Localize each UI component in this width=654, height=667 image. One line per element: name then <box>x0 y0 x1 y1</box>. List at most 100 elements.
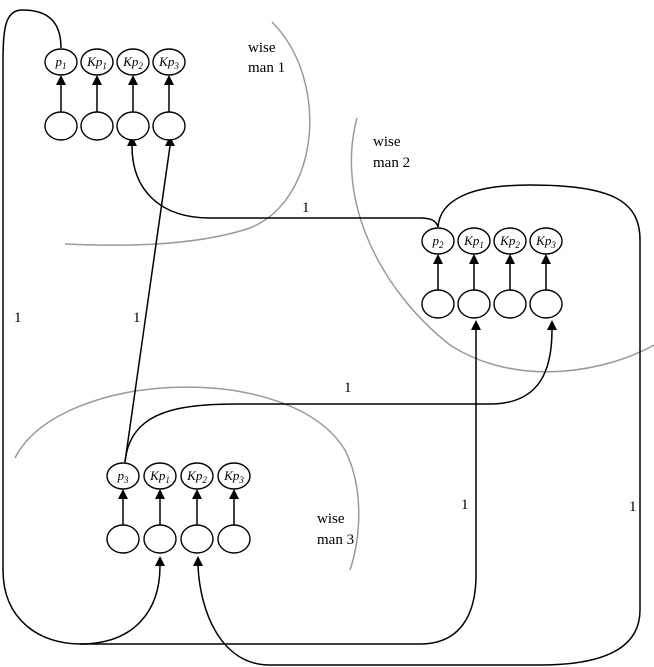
wise-man-3-output-node-4 <box>217 462 251 490</box>
wise-man-2-output-node-2 <box>457 227 491 255</box>
arrowhead-man1-kp3 <box>165 136 175 146</box>
wise-man-2-input-node-4 <box>529 289 563 319</box>
wise-man-2-node-label-1: p2 <box>432 233 445 250</box>
wise-man-2-arrowhead-4 <box>541 254 551 264</box>
wise-man-3-node-label-base-2: Kp <box>149 468 166 483</box>
wise-man-1-node-label-base-2: Kp <box>86 54 103 69</box>
wise-man-2-input-node-2 <box>457 289 491 319</box>
wise-man-3-output-node-2 <box>143 462 177 490</box>
region-arc-wise-man-2 <box>350 117 654 373</box>
wise-man-2-input-node-1 <box>421 289 455 319</box>
wise-man-1-arrowhead-1 <box>56 75 66 85</box>
wise-man-3-node-label-base-3: Kp <box>186 468 203 483</box>
wise-man-1-output-node-4 <box>152 48 186 76</box>
wire-p2-right-loop <box>197 184 641 666</box>
wire-p1-left-loop <box>2 9 161 645</box>
edge-weight-p3-to-man2: 1 <box>344 380 352 396</box>
wise-man-1-input-node-1 <box>44 111 78 141</box>
wise-man-1-node-label-sub-2: 1 <box>102 61 107 71</box>
wise-man-2-node-label-3: Kp2 <box>499 233 520 250</box>
wise-man-1-input-node-3 <box>116 111 150 141</box>
wise-man-1-output-node-3 <box>116 48 150 76</box>
wise-man-3-node-label-sub-4: 3 <box>238 475 244 485</box>
wise-man-1-output-node-2 <box>80 48 114 76</box>
wire-p3-to-man1 <box>124 145 171 463</box>
wise-man-3-node-label-2: Kp1 <box>149 468 170 485</box>
wise-man-2-node-label-sub-1: 2 <box>439 240 444 250</box>
wise-man-2-node-label-2: Kp1 <box>463 233 484 250</box>
wise-man-1-input-node-4 <box>152 111 186 141</box>
wise-man-1-node-label-1: p1 <box>55 54 67 71</box>
wise-man-3-input-node-4 <box>217 524 251 554</box>
wise-man-1-label-line2: man 1 <box>248 60 285 76</box>
wise-man-3-output-node-3 <box>180 462 214 490</box>
wise-man-3-node-label-4: Kp3 <box>223 468 244 485</box>
arrowhead-man3-kp1 <box>155 556 165 566</box>
wise-man-3-input-node-3 <box>180 524 214 554</box>
wise-man-2-output-node-3 <box>493 227 527 255</box>
wise-man-2-node-label-4: Kp3 <box>535 233 556 250</box>
wise-man-2-node-label-sub-3: 2 <box>515 240 520 250</box>
edge-weight-p2-to-man1: 1 <box>302 200 310 216</box>
wise-man-1-node-label-3: Kp2 <box>122 54 143 71</box>
wise-man-3-input-node-2 <box>143 524 177 554</box>
wise-man-2-node-label-base-3: Kp <box>499 233 516 248</box>
arrowhead-man2-kp3 <box>547 320 557 330</box>
arrowhead-man3-kp2 <box>193 556 203 566</box>
wise-man-3-arrowhead-4 <box>229 489 239 499</box>
wise-man-2-arrowhead-1 <box>433 254 443 264</box>
wise-man-1-node-label-2: Kp1 <box>86 54 107 71</box>
wise-man-2-output-node-4 <box>529 227 563 255</box>
wise-man-3-input-node-1 <box>106 524 140 554</box>
wise-man-3-label-line2: man 3 <box>317 532 354 548</box>
wire-bottom-to-man2 <box>80 330 477 645</box>
wise-man-2-node-label-sub-4: 3 <box>550 240 556 250</box>
wise-man-3-node-label-sub-3: 2 <box>202 475 207 485</box>
wise-man-1-node-label-sub-1: 1 <box>62 61 67 71</box>
wise-man-3-node-label-base-1: p <box>117 468 125 483</box>
wise-man-1-arrowhead-4 <box>164 75 174 85</box>
wise-man-3-arrowhead-3 <box>192 489 202 499</box>
wise-man-2-node-label-sub-2: 1 <box>479 240 484 250</box>
wise-man-3-node-label-base-4: Kp <box>223 468 240 483</box>
wise-man-3-node-label-sub-2: 1 <box>165 475 170 485</box>
region-arc-wise-man-1 <box>64 21 311 246</box>
edge-weight-right-loop: 1 <box>629 499 637 515</box>
wise-man-3-node-label-sub-1: 3 <box>123 475 129 485</box>
arrowhead-man2-kp1 <box>471 320 481 330</box>
wise-man-1-node-label-4: Kp3 <box>158 54 179 71</box>
wise-man-2-label-line2: man 2 <box>373 155 410 171</box>
wire-p2-to-man1 <box>131 145 439 228</box>
wise-man-1-node-label-base-1: p <box>55 54 63 69</box>
wise-man-3-node-label-1: p3 <box>117 468 130 485</box>
wise-man-2-node-label-base-1: p <box>432 233 440 248</box>
wise-man-3-node-label-3: Kp2 <box>186 468 207 485</box>
wise-man-1-node-label-sub-3: 2 <box>138 61 143 71</box>
wise-man-1-arrowhead-3 <box>128 75 138 85</box>
wise-man-1-arrowhead-2 <box>92 75 102 85</box>
wise-man-3-output-node-1 <box>106 462 140 490</box>
arrowhead-man1-kp2 <box>127 136 137 146</box>
wire-p3-to-man2 <box>124 329 553 463</box>
wise-man-2-arrowhead-3 <box>505 254 515 264</box>
region-arc-wise-man-3 <box>14 386 360 571</box>
wise-man-2-arrowhead-2 <box>469 254 479 264</box>
wise-man-3-arrowhead-2 <box>155 489 165 499</box>
wise-man-2-node-label-base-4: Kp <box>535 233 552 248</box>
wise-man-1-label-line1: wise <box>248 40 276 56</box>
wise-man-1-node-label-sub-4: 3 <box>173 61 179 71</box>
wise-man-2-input-node-3 <box>493 289 527 319</box>
edge-weight-bottom-to-man2: 1 <box>461 497 469 513</box>
wise-man-2-label-line1: wise <box>373 134 401 150</box>
edge-weight-p3-to-man1: 1 <box>133 310 141 326</box>
wise-man-1-input-node-2 <box>80 111 114 141</box>
wise-man-2-node-label-base-2: Kp <box>463 233 480 248</box>
wise-man-1-output-node-1 <box>44 48 78 76</box>
edge-weight-left-loop: 1 <box>14 310 22 326</box>
wise-man-1-node-label-base-4: Kp <box>158 54 175 69</box>
wise-man-1-node-label-base-3: Kp <box>122 54 139 69</box>
wise-man-3-arrowhead-1 <box>118 489 128 499</box>
wise-man-2-output-node-1 <box>421 227 455 255</box>
